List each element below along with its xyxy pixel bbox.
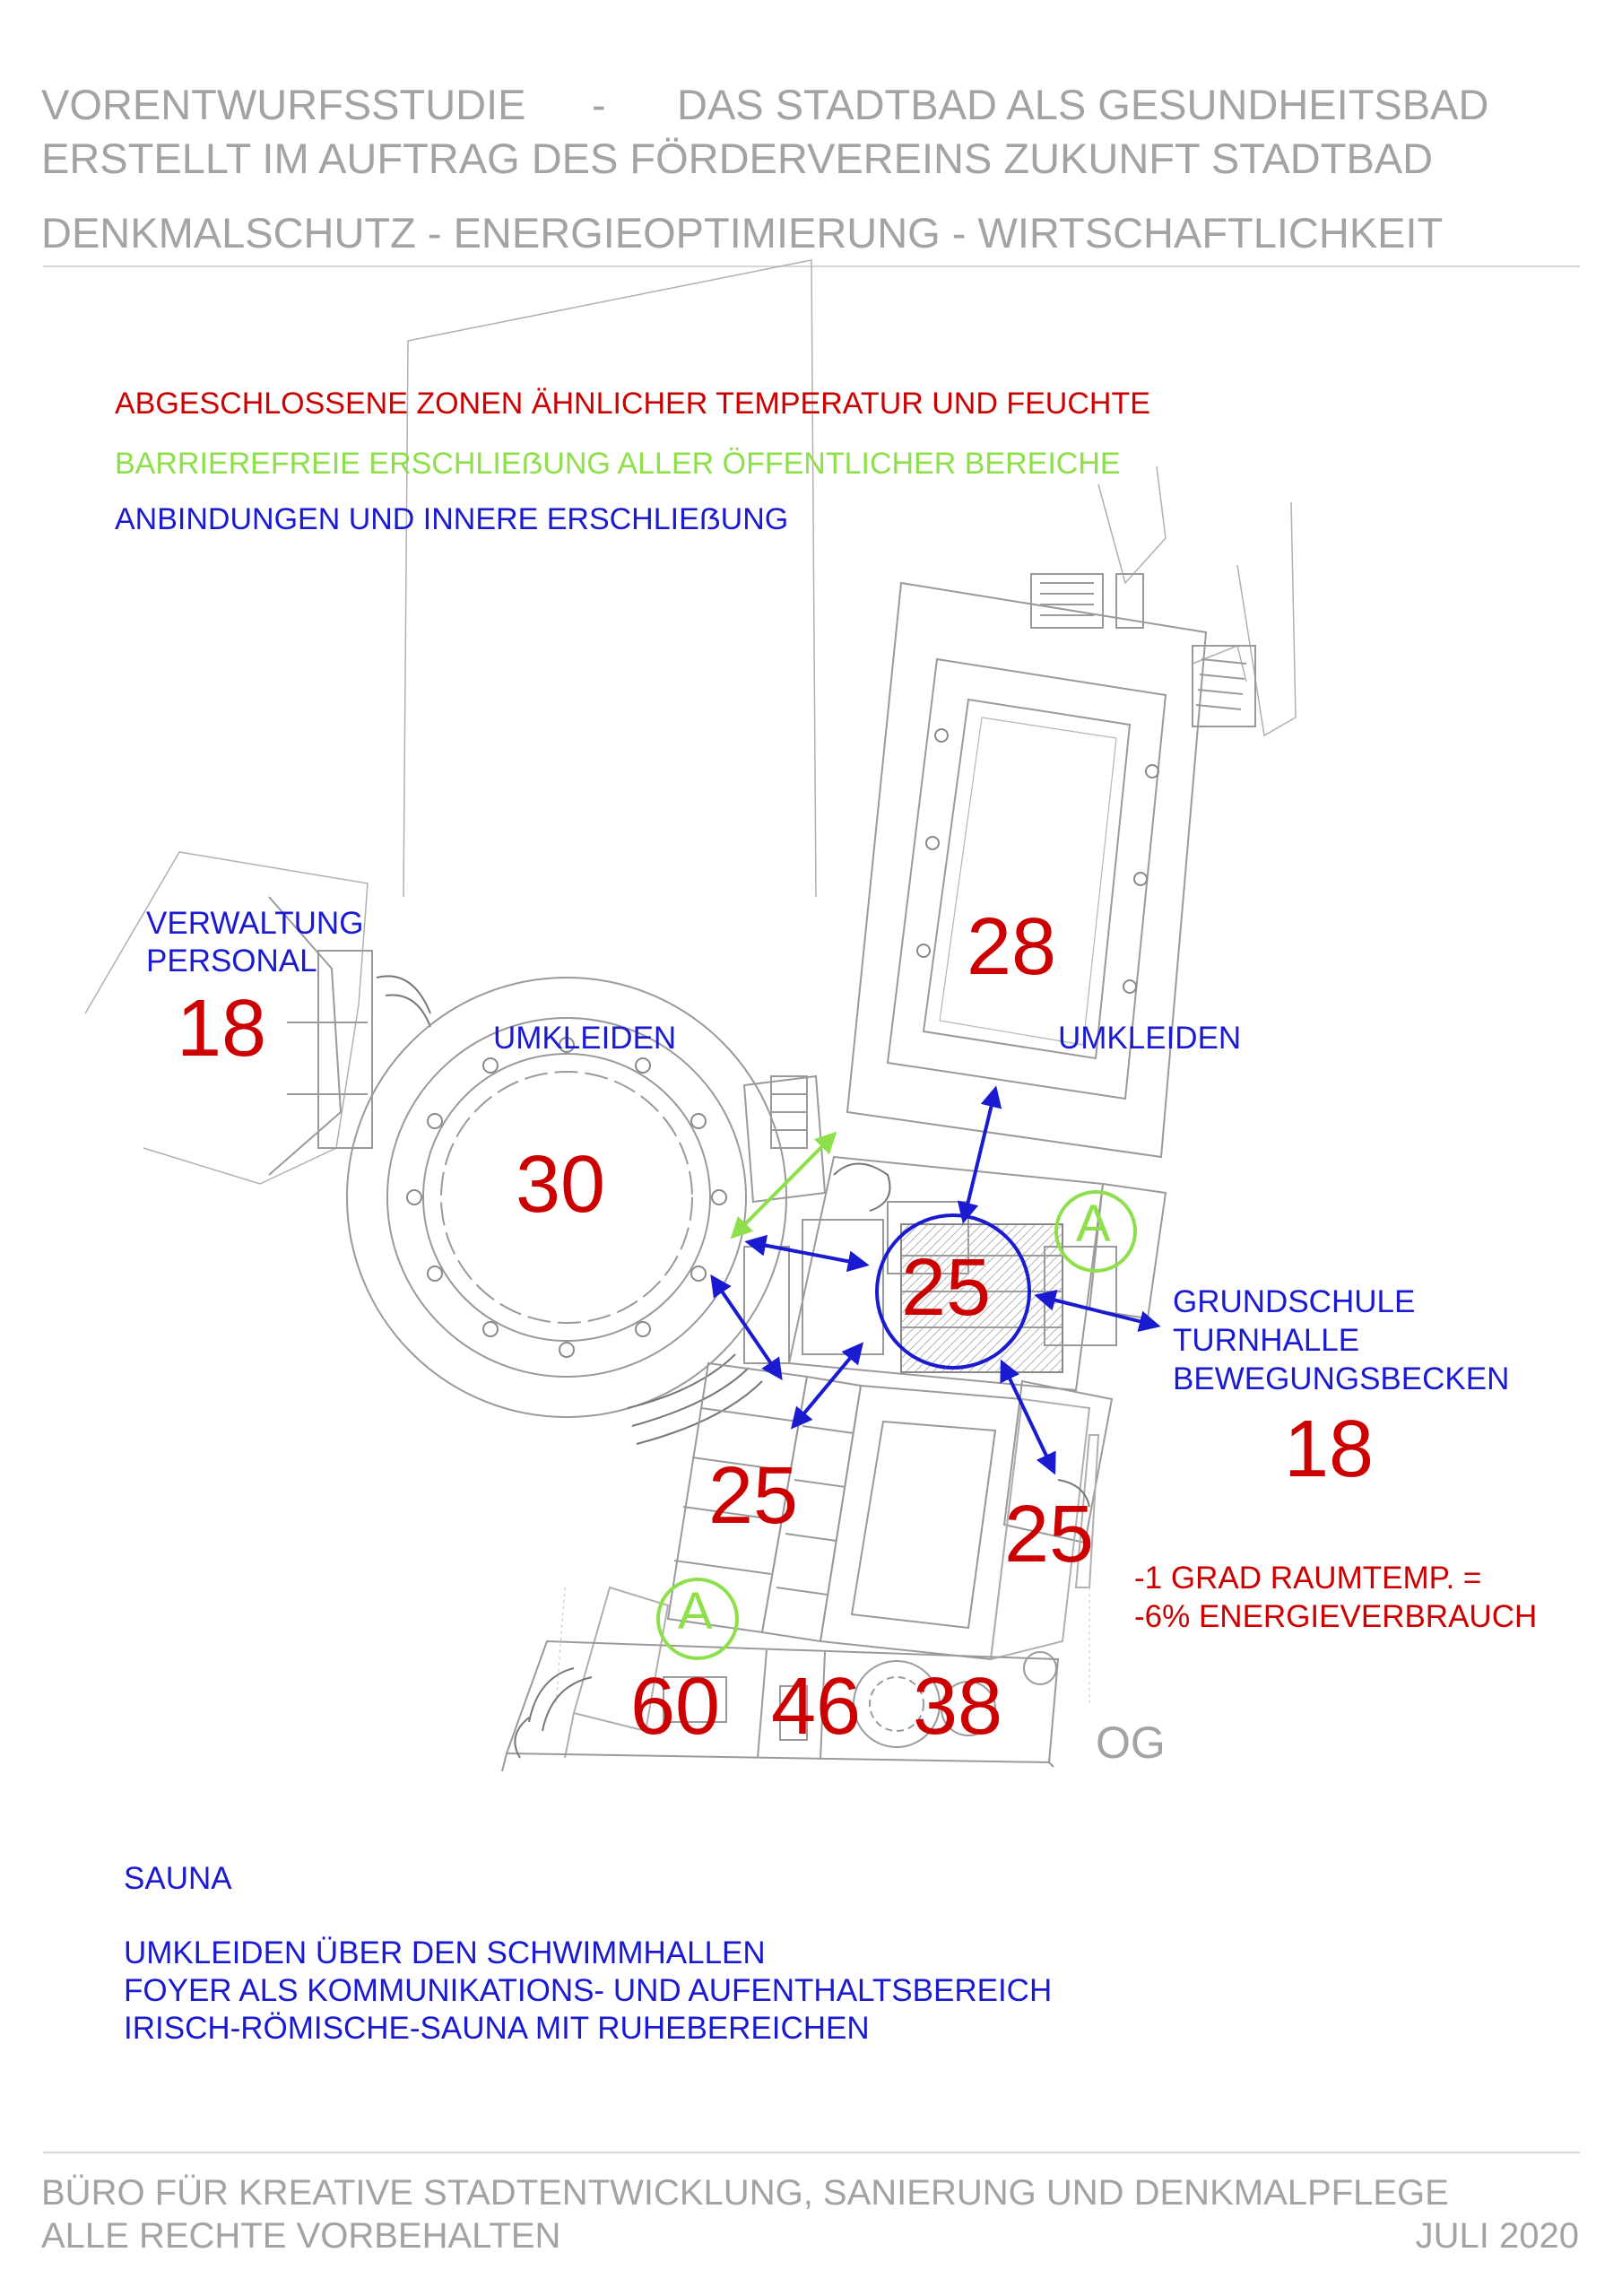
- note-umkleiden: UMKLEIDEN ÜBER DEN SCHWIMMHALLEN: [124, 1935, 766, 1970]
- note-foyer: FOYER ALS KOMMUNIKATIONS- UND AUFENTHALT…: [124, 1973, 1053, 2008]
- arrow-rotunda-south: [710, 1274, 783, 1380]
- footer-rights: ALLE RECHTE VORBEHALTEN: [41, 2216, 561, 2256]
- temp-foyer: 25: [901, 1243, 992, 1333]
- arrow-foyer-southwest: [790, 1342, 864, 1430]
- label-bewegungsbecken: BEWEGUNGSBECKEN: [1173, 1361, 1510, 1396]
- access-marker-south: A: [678, 1582, 713, 1640]
- barrier-free-markers: [656, 1131, 1137, 1660]
- energy-note-line1: -1 GRAD RAUMTEMP. =: [1134, 1561, 1482, 1596]
- footer-office: BÜRO FÜR KREATIVE STADTENTWICKLUNG, SANI…: [41, 2173, 1449, 2213]
- note-sauna: SAUNA: [124, 1861, 232, 1896]
- access-marker-east-circle: [1054, 1190, 1137, 1273]
- temp-sauna-38: 38: [913, 1662, 1003, 1752]
- floor-label: OG: [1096, 1718, 1166, 1768]
- legend-zones: ABGESCHLOSSENE ZONEN ÄHNLICHER TEMPERATU…: [115, 387, 1150, 421]
- temp-sauna-46: 46: [771, 1662, 862, 1752]
- temp-rotunde: 30: [516, 1140, 606, 1230]
- header-title-right: DAS STADTBAD ALS GESUNDHEITSBAD: [677, 81, 1489, 128]
- legend-barrier-free: BARRIEREFREIE ERSCHLIEẞUNG ALLER ÖFFENTL…: [115, 447, 1121, 481]
- arrow-barrier-free: [730, 1131, 837, 1239]
- temp-grundschule: 18: [1284, 1405, 1375, 1494]
- foyer-circle: [875, 1213, 1031, 1370]
- label-umkleiden-left: UMKLEIDEN: [493, 1021, 677, 1056]
- label-verwaltung: VERWALTUNG: [146, 906, 364, 941]
- label-turnhalle: TURNHALLE: [1173, 1323, 1360, 1358]
- temp-schwimmhalle: 28: [967, 902, 1057, 992]
- header-title-dash: -: [592, 81, 606, 128]
- energy-note-line2: -6% ENERGIEVERBRAUCH: [1134, 1599, 1538, 1634]
- label-grundschule: GRUNDSCHULE: [1173, 1284, 1416, 1319]
- header-subtitle: ERSTELLT IM AUFTRAG DES FÖRDERVEREINS ZU…: [41, 135, 1434, 182]
- note-irisch-roemisch: IRISCH-RÖMISCHE-SAUNA MIT RUHEBEREICHEN: [124, 2011, 870, 2046]
- temp-umkleiden-sued: 25: [708, 1451, 799, 1541]
- label-umkleiden-right: UMKLEIDEN: [1058, 1021, 1242, 1056]
- arrow-foyer-southeast: [1000, 1359, 1056, 1475]
- temp-sauna-60: 60: [630, 1662, 721, 1752]
- temp-halle-sued: 25: [1004, 1490, 1095, 1579]
- plan-linework: [84, 259, 1297, 1772]
- connection-arrows: [710, 1085, 1161, 1475]
- label-personal: PERSONAL: [146, 944, 317, 978]
- arrow-foyer-east: [1034, 1290, 1161, 1332]
- header-topics: DENKMALSCHUTZ - ENERGIEOPTIMIERUNG - WIR…: [41, 209, 1444, 257]
- access-marker-south-circle: [656, 1578, 739, 1660]
- header-title-left: VORENTWURFSSTUDIE: [41, 81, 526, 128]
- access-marker-east: A: [1076, 1195, 1111, 1253]
- temp-verwaltung: 18: [177, 984, 267, 1074]
- legend-connections: ANBINDUNGEN UND INNERE ERSCHLIEẞUNG: [115, 502, 789, 536]
- arrow-foyer-north: [957, 1085, 1002, 1224]
- footer-date: JULI 2020: [1415, 2216, 1579, 2256]
- arrow-foyer-rotunda: [744, 1234, 870, 1273]
